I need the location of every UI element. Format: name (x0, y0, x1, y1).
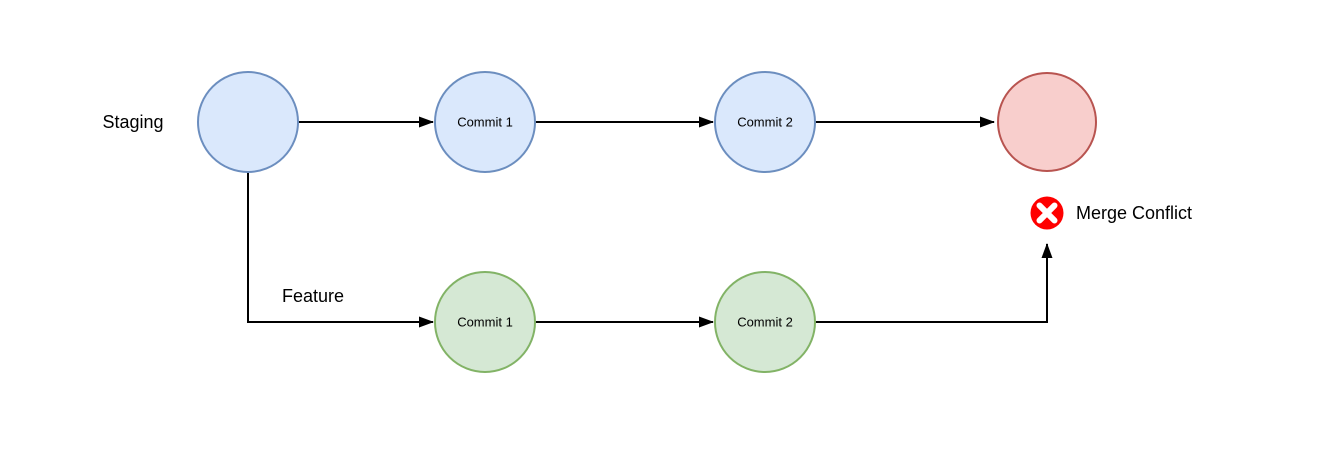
feature-branch-label: Feature (282, 286, 344, 306)
node-feature-commit1 (434, 271, 536, 373)
node-staging-base (197, 71, 299, 173)
merge-conflict-label: Merge Conflict (1076, 203, 1192, 223)
node-feature-commit2 (714, 271, 816, 373)
edges (247, 116, 1053, 328)
feature-branch: Commit 1 Commit 2 (434, 271, 816, 373)
staging-commit2-label: Commit 2 (737, 115, 793, 130)
edge-feature-commit2-to-conflict (815, 243, 1053, 323)
feature-commit1-label: Commit 1 (457, 315, 513, 330)
node-staging-commit1 (434, 71, 536, 173)
feature-commit2-label: Commit 2 (737, 315, 793, 330)
node-staging-commit2 (714, 71, 816, 173)
edge-base-to-feature-commit1 (247, 172, 434, 328)
staging-branch: Commit 1 Commit 2 (197, 71, 816, 173)
error-cross-icon (1030, 196, 1064, 230)
staging-branch-label: Staging (102, 112, 163, 132)
staging-commit1-label: Commit 1 (457, 115, 513, 130)
error-icon-cross (1036, 202, 1058, 224)
node-merge-conflicted (997, 72, 1097, 172)
